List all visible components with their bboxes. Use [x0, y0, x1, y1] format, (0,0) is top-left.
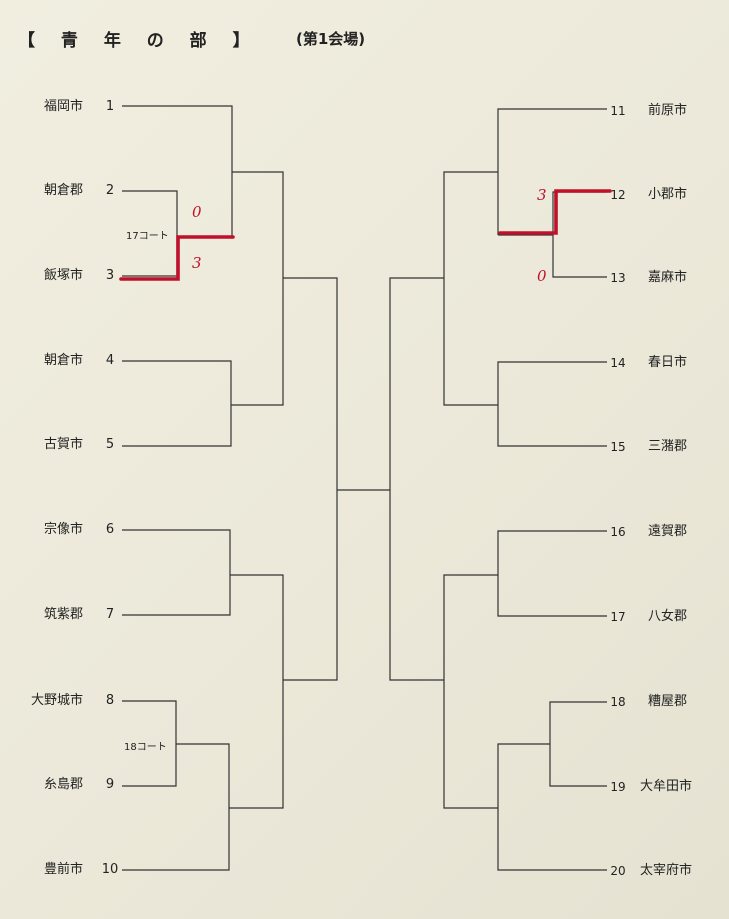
- line-round2-top: [232, 171, 284, 278]
- team-name-12: 小郡市: [648, 187, 688, 202]
- line-team-8: [122, 700, 177, 744]
- seed-17: 17: [610, 610, 626, 624]
- team-name-15: 三潴郡: [648, 439, 688, 454]
- line-team-13: [552, 235, 607, 278]
- seed-5: 5: [105, 437, 115, 452]
- seed-16: 16: [610, 525, 626, 539]
- seed-13: 13: [610, 271, 626, 285]
- line-round2-14-15: [443, 278, 498, 406]
- line-left-upper: [283, 277, 338, 490]
- team-name-10: 豊前市: [43, 862, 83, 877]
- line-round1-18-19: [497, 743, 550, 808]
- line-team-7: [122, 575, 231, 616]
- seed-6: 6: [105, 522, 115, 537]
- team-name-13: 嘉麻市: [648, 270, 688, 285]
- line-team-6: [122, 529, 231, 575]
- line-left-lower: [283, 490, 338, 681]
- seed-18: 18: [610, 695, 626, 709]
- line-right-upper: [389, 277, 444, 490]
- score-team-3: 3: [192, 254, 202, 272]
- team-name-8: 大野城市: [30, 693, 83, 708]
- court-label-17: 17コート: [126, 231, 169, 242]
- line-round2-8-10: [229, 680, 284, 809]
- team-name-2: 朝倉郡: [43, 183, 83, 198]
- line-team-5: [122, 405, 232, 447]
- seed-2: 2: [105, 183, 115, 198]
- line-round2-6-7: [230, 574, 284, 680]
- line-round2-mid: [231, 278, 284, 406]
- team-name-19: 大牟田市: [640, 779, 693, 794]
- seed-8: 8: [105, 693, 115, 708]
- line-round1-8-9: [176, 743, 230, 808]
- seed-4: 4: [105, 353, 115, 368]
- seed-10: 10: [101, 862, 119, 877]
- line-team-11: [497, 108, 607, 235]
- line-team-2: [122, 190, 178, 237]
- line-team-15: [497, 405, 607, 447]
- line-right-lower: [389, 490, 444, 681]
- line-team-16: [497, 530, 607, 575]
- team-name-7: 筑紫郡: [43, 607, 83, 622]
- seed-11: 11: [610, 104, 626, 118]
- seed-19: 19: [610, 780, 626, 794]
- team-name-5: 古賀市: [43, 437, 83, 452]
- line-team-17: [497, 575, 607, 617]
- division-title: 【 青 年 の 部 】: [18, 31, 260, 51]
- seed-12: 12: [610, 188, 626, 202]
- line-round2-18-20: [443, 680, 498, 809]
- team-name-1: 福岡市: [43, 99, 83, 114]
- team-name-3: 飯塚市: [43, 268, 83, 283]
- venue-label: (第1会場): [296, 30, 366, 48]
- line-team-19: [549, 744, 607, 787]
- team-name-14: 春日市: [648, 355, 688, 370]
- team-name-16: 遠賀郡: [648, 524, 688, 539]
- court-label-18: 18コート: [124, 742, 167, 753]
- team-name-9: 糸島郡: [43, 777, 83, 792]
- team-name-18: 糟屋郡: [648, 694, 688, 709]
- seed-3: 3: [105, 268, 115, 283]
- team-name-17: 八女郡: [648, 609, 688, 624]
- team-name-20: 太宰府市: [640, 863, 693, 878]
- line-team-20: [497, 808, 607, 871]
- seed-14: 14: [610, 356, 626, 370]
- line-team-18: [549, 701, 607, 744]
- line-round2-11: [443, 171, 498, 278]
- line-round2-16-17: [443, 574, 498, 680]
- score-team-13: 0: [537, 267, 547, 285]
- seed-15: 15: [610, 440, 626, 454]
- result-line-team-12: [498, 189, 612, 235]
- line-team-4: [122, 360, 232, 405]
- team-name-4: 朝倉市: [43, 353, 83, 368]
- score-team-2: 0: [192, 203, 202, 221]
- seed-1: 1: [105, 99, 115, 114]
- score-team-12: 3: [537, 186, 547, 204]
- seed-7: 7: [105, 607, 115, 622]
- line-team-1: [122, 105, 233, 237]
- line-team-14: [497, 361, 607, 405]
- seed-9: 9: [105, 777, 115, 792]
- line-team-3: [122, 237, 178, 277]
- line-team-12: [552, 191, 607, 235]
- line-team-10: [122, 808, 230, 871]
- line-team-9: [122, 744, 177, 787]
- seed-20: 20: [610, 864, 626, 878]
- team-name-6: 宗像市: [43, 522, 83, 537]
- team-name-11: 前原市: [648, 103, 688, 118]
- result-line-team-3: [119, 235, 235, 281]
